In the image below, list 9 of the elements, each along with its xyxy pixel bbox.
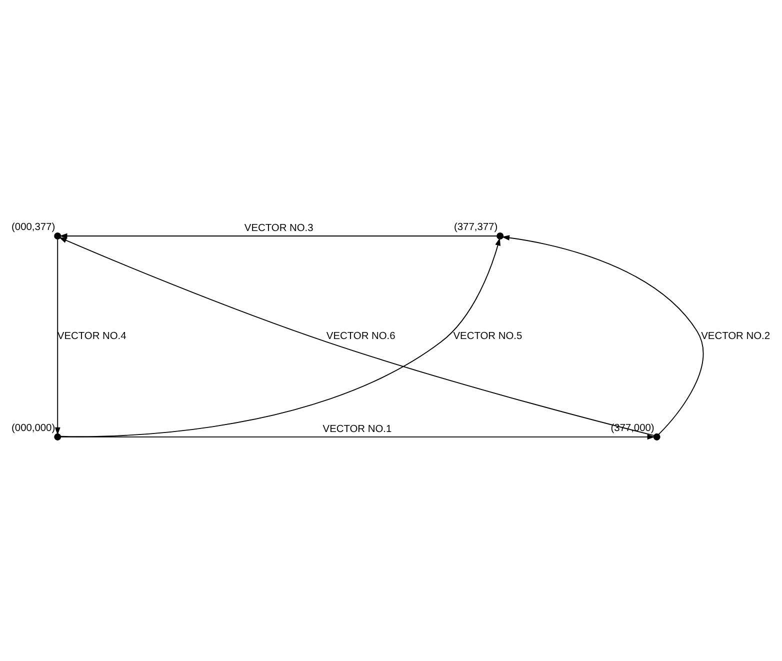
node-label: (377,377) xyxy=(454,222,498,233)
edge-label: VECTOR NO.1 xyxy=(322,423,392,434)
node-label: (000,000) xyxy=(12,422,56,434)
edge-label: VECTOR NO.2 xyxy=(701,330,770,342)
edge-label: VECTOR NO.3 xyxy=(244,222,314,234)
edge-label: VECTOR NO.6 xyxy=(326,330,396,342)
node-label: (000,377) xyxy=(12,222,56,233)
edge-label: VECTOR NO.5 xyxy=(453,330,522,342)
edge-label: VECTOR NO.4 xyxy=(57,330,126,342)
